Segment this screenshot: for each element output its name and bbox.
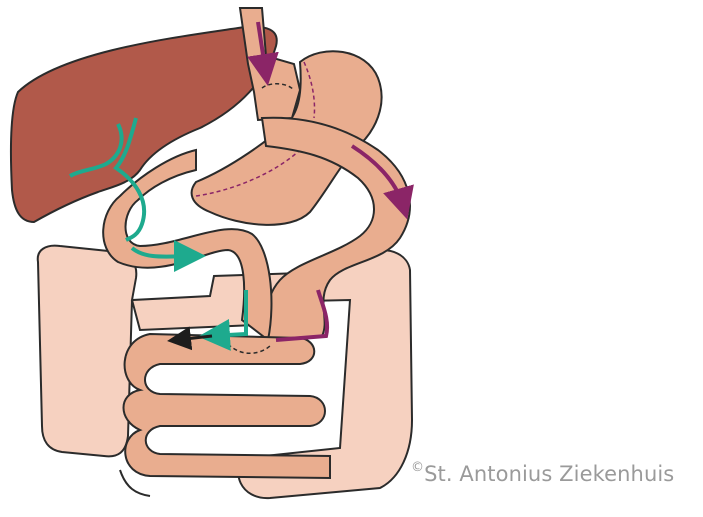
credit-text: St. Antonius Ziekenhuis: [424, 462, 674, 486]
copyright-symbol: ©: [411, 460, 424, 475]
stomach-pouch-shape: [240, 8, 300, 120]
copyright-credit: ©St. Antonius Ziekenhuis: [411, 462, 674, 486]
